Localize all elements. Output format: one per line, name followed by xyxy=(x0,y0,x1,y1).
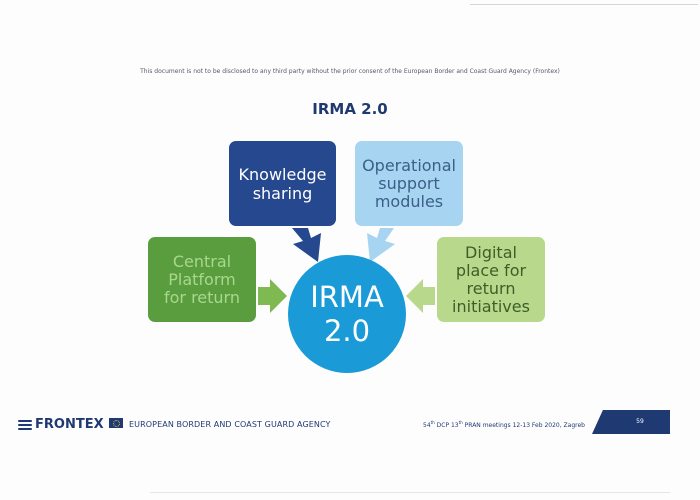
slide-title: IRMA 2.0 xyxy=(312,100,388,118)
digital-place-label: Digital place for return initiatives xyxy=(452,242,530,316)
operational-support-label: Operational support modules xyxy=(362,155,456,211)
page-number-tab xyxy=(592,410,670,434)
frontex-logo-text: FRONTEX xyxy=(35,417,104,432)
top-rule xyxy=(470,4,698,5)
central-platform-box: Central Platform for return xyxy=(148,237,256,322)
confidentiality-disclaimer: This document is not to be disclosed to … xyxy=(140,68,560,75)
eu-flag-icon xyxy=(109,418,123,428)
central-platform-label: Central Platform for return xyxy=(163,251,240,307)
irma-hub-circle: IRMA 2.0 xyxy=(288,255,406,373)
page-number: 59 xyxy=(636,418,644,425)
frontex-logo-icon xyxy=(18,419,32,430)
meeting-info: 54th DCP 13th PRAN meetings 12-13 Feb 20… xyxy=(423,420,585,429)
agency-name: EUROPEAN BORDER AND COAST GUARD AGENCY xyxy=(129,420,331,429)
operational-support-box: Operational support modules xyxy=(355,141,463,226)
arrow-digital-to-hub xyxy=(406,279,435,313)
arrow-operational-to-hub xyxy=(367,228,395,262)
irma-hub-label: IRMA 2.0 xyxy=(310,280,384,348)
frontex-logo: FRONTEX xyxy=(18,417,104,432)
knowledge-sharing-box: Knowledge sharing xyxy=(229,141,336,226)
knowledge-sharing-label: Knowledge sharing xyxy=(238,164,327,203)
arrow-knowledge-to-hub xyxy=(292,228,321,262)
arrow-central-to-hub xyxy=(258,279,287,313)
digital-place-box: Digital place for return initiatives xyxy=(437,237,545,322)
bottom-rule xyxy=(150,492,670,493)
